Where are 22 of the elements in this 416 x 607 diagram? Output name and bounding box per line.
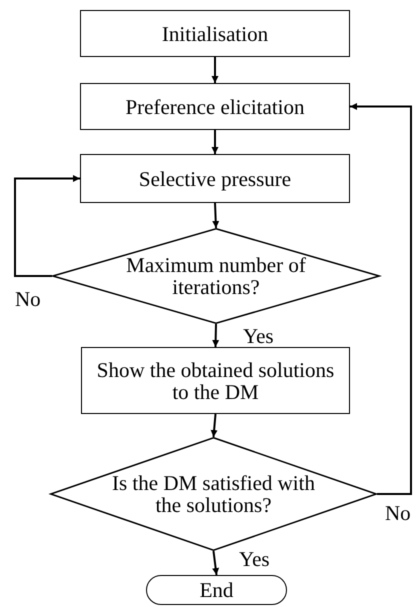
node-label: Is the DM satisfied with the solutions? [111,472,316,516]
terminal-box [146,575,287,605]
arrow [212,202,220,228]
process-box [80,10,350,57]
arrow [210,414,218,438]
node-label: End [200,579,234,601]
process-box [80,154,350,203]
arrow [350,103,412,495]
node-label: Show the obtained solutions to the DM [96,358,336,402]
decision-diamond [50,437,377,551]
node-label: Preference elicitation [126,96,304,118]
arrow [14,175,80,277]
node-label: Selective pressure [138,168,292,190]
arrow [212,130,218,154]
process-box [81,347,350,414]
node-label: Initialisation [162,22,268,44]
arrow [212,550,220,576]
arrow [212,57,218,83]
decision-diamond [52,228,380,324]
process-box [80,83,350,130]
arrow [212,324,220,348]
node-label: Maximum number of iterations? [125,254,307,298]
